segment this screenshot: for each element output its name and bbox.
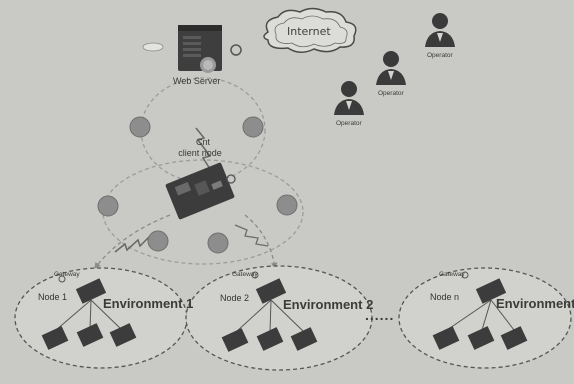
operator-avatar (376, 51, 406, 85)
step-marker (243, 117, 263, 137)
environment-n (399, 268, 571, 368)
step-marker (130, 117, 150, 137)
refresh-icon (231, 45, 241, 55)
central-node-board-icon (165, 162, 235, 220)
gateway-label: Gateway (54, 272, 80, 279)
node-label: Node 2 (220, 294, 249, 303)
node-label: Node 1 (38, 293, 67, 302)
ellipsis-separator: ...... (365, 308, 394, 322)
gateway-label: Gateway (439, 272, 465, 279)
operator-label: Operator (378, 91, 404, 98)
central-node-label-line2: client node (170, 149, 230, 158)
step-marker (148, 231, 168, 251)
operator-label: Operator (336, 121, 362, 128)
link-to-environment-2 (245, 215, 275, 268)
internet-label: Internet (287, 26, 331, 37)
environment-label: Environment (496, 297, 574, 310)
step-marker (277, 195, 297, 215)
wireless-signal-icon (235, 225, 268, 246)
environment-label: Environment 1 (103, 297, 193, 310)
step-marker (98, 196, 118, 216)
operator-avatar (425, 13, 455, 47)
web-server-icon (178, 25, 222, 73)
gateway-label: Gateway (232, 272, 258, 279)
operator-label: Operator (427, 53, 453, 60)
web-server-label: Web Server (173, 77, 220, 86)
node-label: Node n (430, 293, 459, 302)
environment-label: Environment 2 (283, 298, 373, 311)
wireless-signal-icon (115, 236, 150, 252)
database-icon (143, 43, 163, 51)
central-node-label-line1: Cnt (181, 138, 225, 147)
refresh-icon (227, 175, 235, 183)
step-marker (208, 233, 228, 253)
operator-avatar (334, 81, 364, 115)
